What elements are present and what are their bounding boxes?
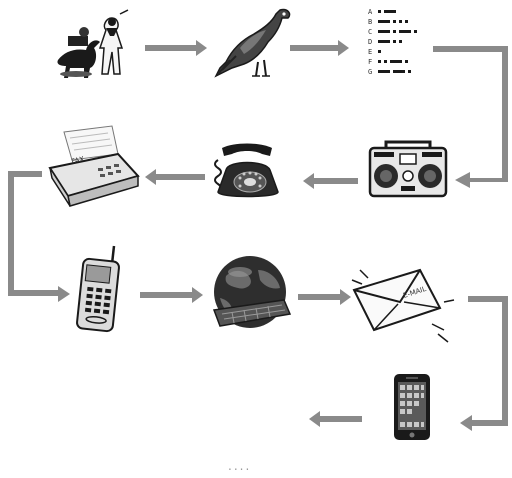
arrow-phone-to-fax: [145, 169, 205, 185]
svg-text:C: C: [368, 28, 372, 36]
messenger-with-horse-icon: [57, 10, 128, 78]
arrow-globe-to-email: [298, 289, 351, 305]
smartphone-icon: [394, 374, 430, 440]
rotary-phone-icon: [215, 144, 278, 197]
arrow-pigeon-to-morse: [290, 40, 349, 56]
arrow-smartphone-to-next: [309, 411, 362, 427]
arrow-radio-to-phone: [303, 173, 358, 189]
mobile-phone-icon: [76, 246, 119, 332]
arrow-messenger-to-pigeon: [145, 40, 207, 56]
svg-text:A: A: [368, 8, 373, 16]
svg-text:F: F: [368, 58, 372, 66]
connector-arrows: [8, 40, 508, 431]
svg-text:E: E: [368, 48, 372, 56]
arrow-email-to-smartphone: [460, 296, 508, 431]
svg-text:G: G: [368, 68, 372, 76]
arrow-mobile-to-globe: [140, 287, 203, 303]
fax-machine-icon: FAX: [50, 126, 138, 206]
morse-code-icon: A B C D E F G: [368, 8, 417, 76]
globe-internet-icon: [214, 256, 290, 328]
pigeon-icon: [216, 10, 290, 76]
svg-text:D: D: [368, 38, 372, 46]
continuation-ellipsis: ....: [228, 459, 251, 473]
email-envelope-icon: E-MAIL: [352, 270, 454, 342]
svg-text:B: B: [368, 18, 372, 26]
radio-icon: [370, 142, 446, 196]
